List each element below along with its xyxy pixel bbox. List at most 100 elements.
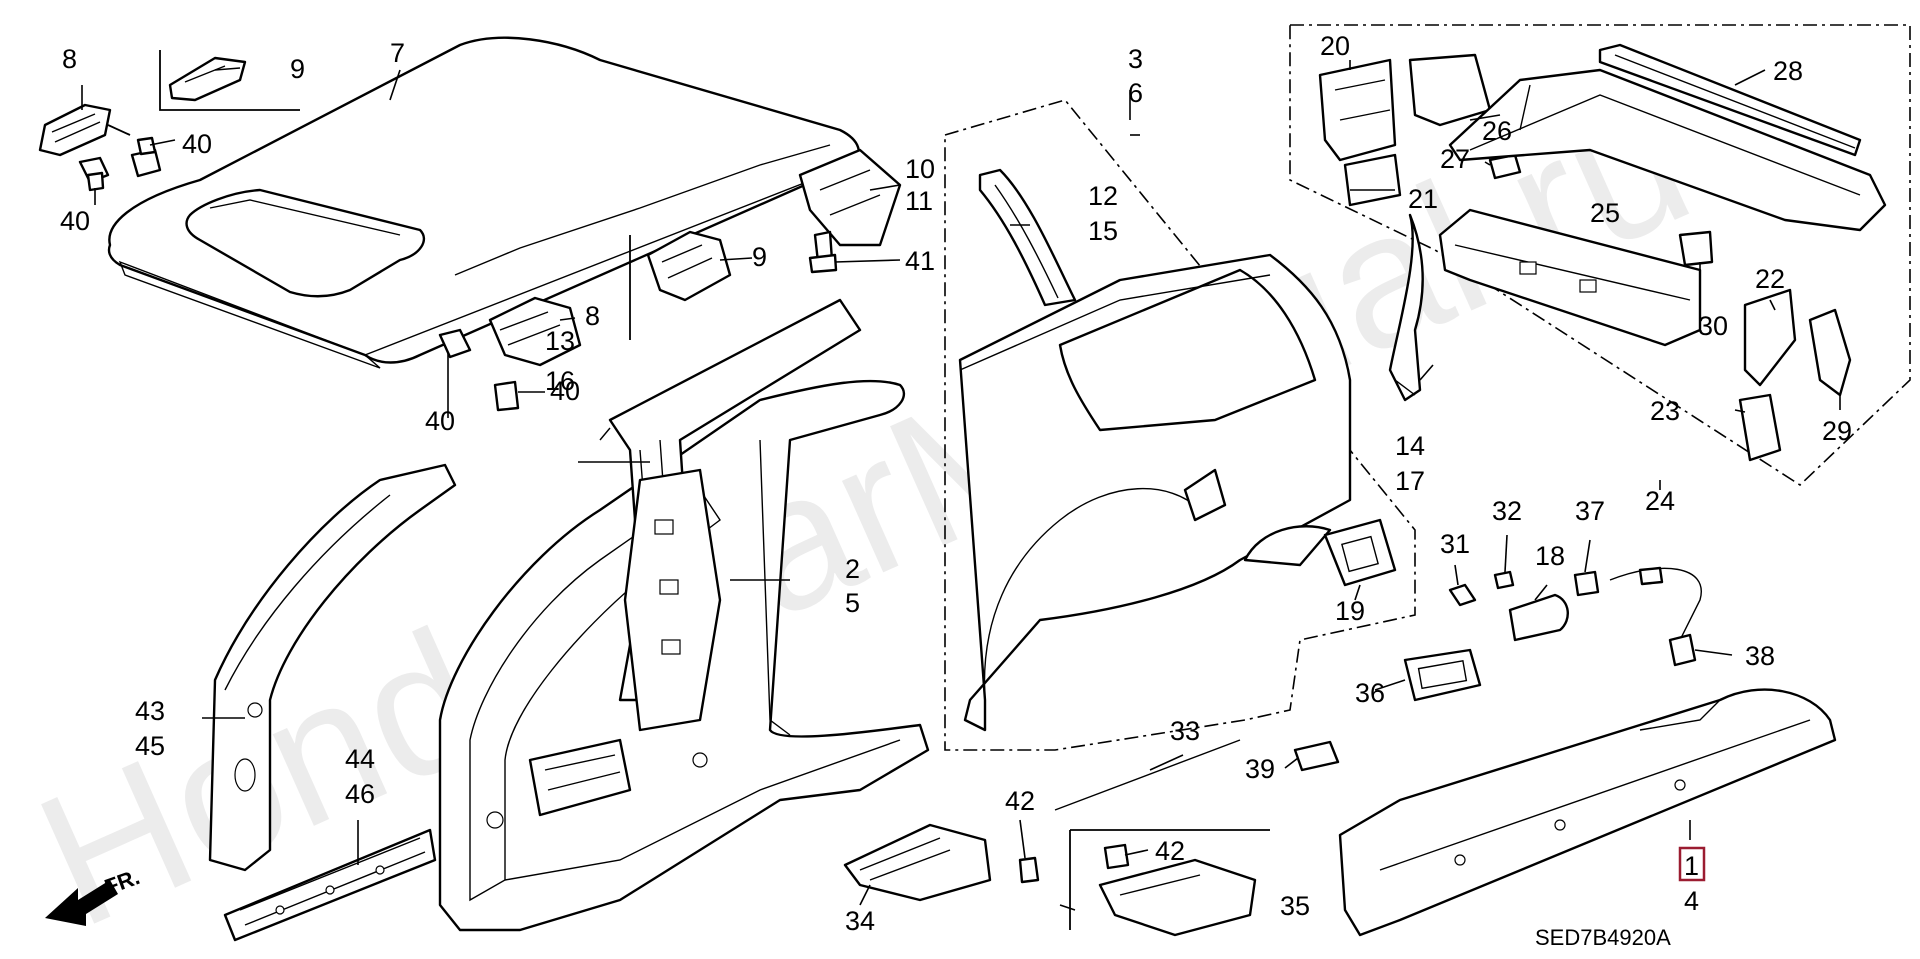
label-43: 43 (135, 696, 165, 726)
clip-38[interactable] (1668, 633, 1697, 667)
label-30: 30 (1698, 311, 1728, 341)
label-33: 33 (1170, 716, 1200, 746)
diagram-code: SED7B4920A (1535, 925, 1671, 950)
label-40a: 40 (182, 129, 212, 159)
label-34: 34 (845, 906, 875, 936)
roof-bracket-9-center[interactable] (646, 230, 732, 302)
clip-40-a[interactable] (130, 136, 162, 178)
clip-40-c[interactable] (438, 328, 472, 359)
label-39: 39 (1245, 754, 1275, 784)
opener-bracket-34[interactable] (843, 823, 992, 902)
bracket-23[interactable] (1738, 393, 1782, 462)
label-7: 7 (390, 38, 405, 68)
bracket-22[interactable] (1743, 288, 1797, 387)
label-29: 29 (1822, 416, 1852, 446)
label-19: 19 (1335, 596, 1365, 626)
rear-inner-panel-25[interactable] (1448, 68, 1887, 232)
label-28: 28 (1773, 56, 1803, 86)
label-18: 18 (1535, 541, 1565, 571)
bolt-41[interactable] (808, 230, 838, 274)
fuel-opener-36[interactable] (1403, 648, 1482, 702)
rear-panel-lower-24[interactable] (1438, 208, 1702, 347)
clip-40-b[interactable] (78, 156, 110, 192)
floor-brackets[interactable] (528, 738, 632, 817)
quarter-panel-3-6[interactable] (958, 253, 1352, 732)
c-pillar-12-15[interactable] (978, 168, 1077, 307)
label-8a: 8 (62, 44, 77, 74)
bolt-37[interactable] (1573, 570, 1600, 597)
label-42b: 42 (1155, 836, 1185, 866)
label-22: 22 (1755, 264, 1785, 294)
clip-40-d[interactable] (493, 380, 520, 412)
center-reinforcement[interactable] (623, 468, 722, 732)
label-36: 36 (1355, 678, 1385, 708)
label-12: 12 (1088, 181, 1118, 211)
label-44: 44 (345, 744, 375, 774)
pad-39[interactable] (1293, 740, 1340, 772)
label-1-highlight-box (1678, 846, 1706, 882)
bolt-42-b[interactable] (1103, 843, 1130, 870)
label-24: 24 (1645, 486, 1675, 516)
label-6: 6 (1128, 78, 1143, 108)
quarter-group-border (944, 99, 1416, 751)
label-31: 31 (1440, 529, 1470, 559)
roof-bow-10-11[interactable] (798, 148, 902, 247)
label-8b: 8 (585, 301, 600, 331)
label-21: 21 (1408, 184, 1438, 214)
label-46: 46 (345, 779, 375, 809)
rear-roof-rail-28[interactable] (1598, 43, 1862, 157)
side-sill-inner-44-46[interactable] (223, 828, 437, 942)
fuel-filler-housing-19[interactable] (1323, 518, 1397, 587)
clip-32[interactable] (1493, 570, 1515, 590)
d-pillar-14-17[interactable] (1388, 213, 1424, 402)
label-1: 1 (1684, 851, 1699, 881)
label-14: 14 (1395, 431, 1425, 461)
rear-bracket-21[interactable] (1343, 153, 1402, 207)
label-41: 41 (905, 246, 935, 276)
label-40b: 40 (60, 206, 90, 236)
rear-group-border (1289, 24, 1911, 487)
label-35: 35 (1280, 891, 1310, 921)
a-pillar-inner-43-45[interactable] (208, 463, 457, 872)
fuel-lid-cable-33[interactable] (1609, 566, 1702, 641)
rear-bracket-20[interactable] (1318, 58, 1397, 162)
label-40d: 40 (550, 376, 580, 406)
label-9b: 9 (752, 242, 767, 272)
leader-lines (81, 50, 1841, 930)
label-26: 26 (1482, 116, 1512, 146)
bolt-42-a[interactable] (1018, 856, 1040, 884)
part-labels: 8 9 40 40 7 10 11 41 9 8 40 40 13 16 2 5… (60, 31, 1852, 936)
label-4: 4 (1684, 886, 1699, 916)
label-15: 15 (1088, 216, 1118, 246)
label-20: 20 (1320, 31, 1350, 61)
label-13: 13 (545, 326, 575, 356)
label-11: 11 (905, 186, 933, 216)
front-roof-bracket-8[interactable] (38, 103, 112, 157)
label-27: 27 (1440, 144, 1470, 174)
clip-31[interactable] (1448, 583, 1477, 607)
bracket-30[interactable] (1678, 230, 1714, 267)
front-arrow-icon (45, 880, 118, 926)
label-16: 16 (545, 366, 575, 396)
label-45: 45 (135, 731, 165, 761)
bracket-29[interactable] (1808, 308, 1852, 397)
label-3: 3 (1128, 44, 1143, 74)
label-40c: 40 (425, 406, 455, 436)
label-10: 10 (905, 154, 935, 184)
label-5: 5 (845, 588, 860, 618)
rear-bracket-small[interactable] (1408, 53, 1492, 127)
fuel-lid-18[interactable] (1508, 593, 1569, 642)
label-42a: 42 (1005, 786, 1035, 816)
opener-cable-33[interactable] (1054, 739, 1241, 811)
label-17: 17 (1395, 466, 1425, 496)
roof-bracket-8-center[interactable] (488, 296, 582, 367)
label-25: 25 (1590, 198, 1620, 228)
roof-bracket-9-top[interactable] (168, 56, 247, 102)
side-sill-outer-1-4[interactable] (1338, 688, 1837, 937)
roof-panel[interactable] (107, 36, 860, 369)
label-38: 38 (1745, 641, 1775, 671)
label-23: 23 (1650, 396, 1680, 426)
label-9a: 9 (290, 54, 305, 84)
opener-bracket-35[interactable] (1098, 858, 1257, 937)
